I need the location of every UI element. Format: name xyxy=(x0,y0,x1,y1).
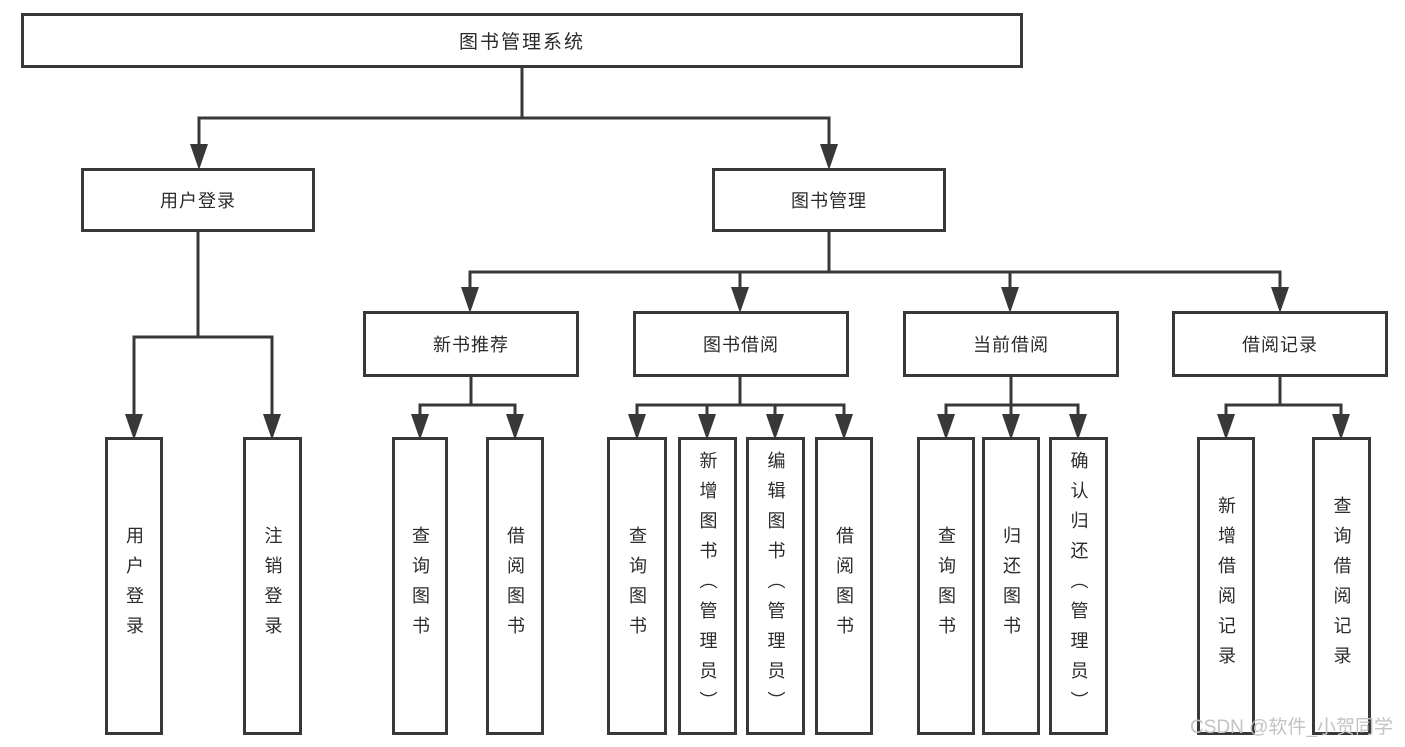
leaf-query-borrow-record-label: 查询借阅记录 xyxy=(1331,496,1352,676)
leaf-query-books-recommend-label: 查询图书 xyxy=(410,526,430,646)
leaf-borrow-books-recommend: 借阅图书 xyxy=(486,437,544,735)
watermark: CSDN @软件_小贺同学 xyxy=(1190,717,1393,738)
connector-root-to-level1 xyxy=(190,68,838,170)
leaf-add-books-admin-label: 新增图书（管理员） xyxy=(697,451,718,721)
leaf-user-login-label: 用户登录 xyxy=(124,526,144,646)
leaf-return-books-label: 归还图书 xyxy=(1001,526,1021,646)
leaf-confirm-return-admin-label: 确认归还（管理员） xyxy=(1068,451,1089,721)
node-new-book-recommend-label: 新书推荐 xyxy=(433,335,509,355)
leaf-borrow-books-borrowing-label: 借阅图书 xyxy=(834,526,854,646)
node-book-borrowing-label: 图书借阅 xyxy=(703,335,779,355)
leaf-add-borrow-record: 新增借阅记录 xyxy=(1197,437,1255,735)
leaf-add-books-admin: 新增图书（管理员） xyxy=(678,437,737,735)
node-borrowing-records-label: 借阅记录 xyxy=(1242,335,1318,355)
leaf-edit-books-admin: 编辑图书（管理员） xyxy=(746,437,805,735)
connector-borrowing-records-to-leaves xyxy=(1217,377,1350,440)
leaf-query-books-current-label: 查询图书 xyxy=(936,526,956,646)
leaf-borrow-books-recommend-label: 借阅图书 xyxy=(505,526,525,646)
leaf-query-books-current: 查询图书 xyxy=(917,437,975,735)
leaf-add-borrow-record-label: 新增借阅记录 xyxy=(1216,496,1236,676)
node-book-management: 图书管理 xyxy=(712,168,946,232)
node-current-borrowing: 当前借阅 xyxy=(903,311,1119,377)
connector-book-borrowing-to-leaves xyxy=(628,377,853,440)
connector-book-management-to-level2 xyxy=(461,232,1289,313)
leaf-query-books-recommend: 查询图书 xyxy=(392,437,448,735)
node-root: 图书管理系统 xyxy=(21,13,1023,68)
node-book-borrowing: 图书借阅 xyxy=(633,311,849,377)
node-borrowing-records: 借阅记录 xyxy=(1172,311,1388,377)
leaf-return-books: 归还图书 xyxy=(982,437,1040,735)
leaf-logout-label: 注销登录 xyxy=(262,526,283,646)
leaf-query-books-borrowing: 查询图书 xyxy=(607,437,667,735)
node-root-label: 图书管理系统 xyxy=(458,32,585,53)
leaf-query-borrow-record: 查询借阅记录 xyxy=(1312,437,1371,735)
leaf-query-books-borrowing-label: 查询图书 xyxy=(627,526,647,646)
connector-user-login-to-leaves xyxy=(125,232,281,440)
connector-new-book-to-leaves xyxy=(411,377,524,440)
leaf-user-login: 用户登录 xyxy=(105,437,163,735)
leaf-borrow-books-borrowing: 借阅图书 xyxy=(815,437,873,735)
node-user-login-label: 用户登录 xyxy=(160,191,236,211)
leaf-confirm-return-admin: 确认归还（管理员） xyxy=(1049,437,1108,735)
connector-current-borrowing-to-leaves xyxy=(937,377,1087,440)
leaf-logout: 注销登录 xyxy=(243,437,302,735)
node-current-borrowing-label: 当前借阅 xyxy=(973,335,1049,355)
node-user-login: 用户登录 xyxy=(81,168,315,232)
node-book-management-label: 图书管理 xyxy=(791,191,867,211)
leaf-edit-books-admin-label: 编辑图书（管理员） xyxy=(765,451,786,721)
node-new-book-recommend: 新书推荐 xyxy=(363,311,579,377)
